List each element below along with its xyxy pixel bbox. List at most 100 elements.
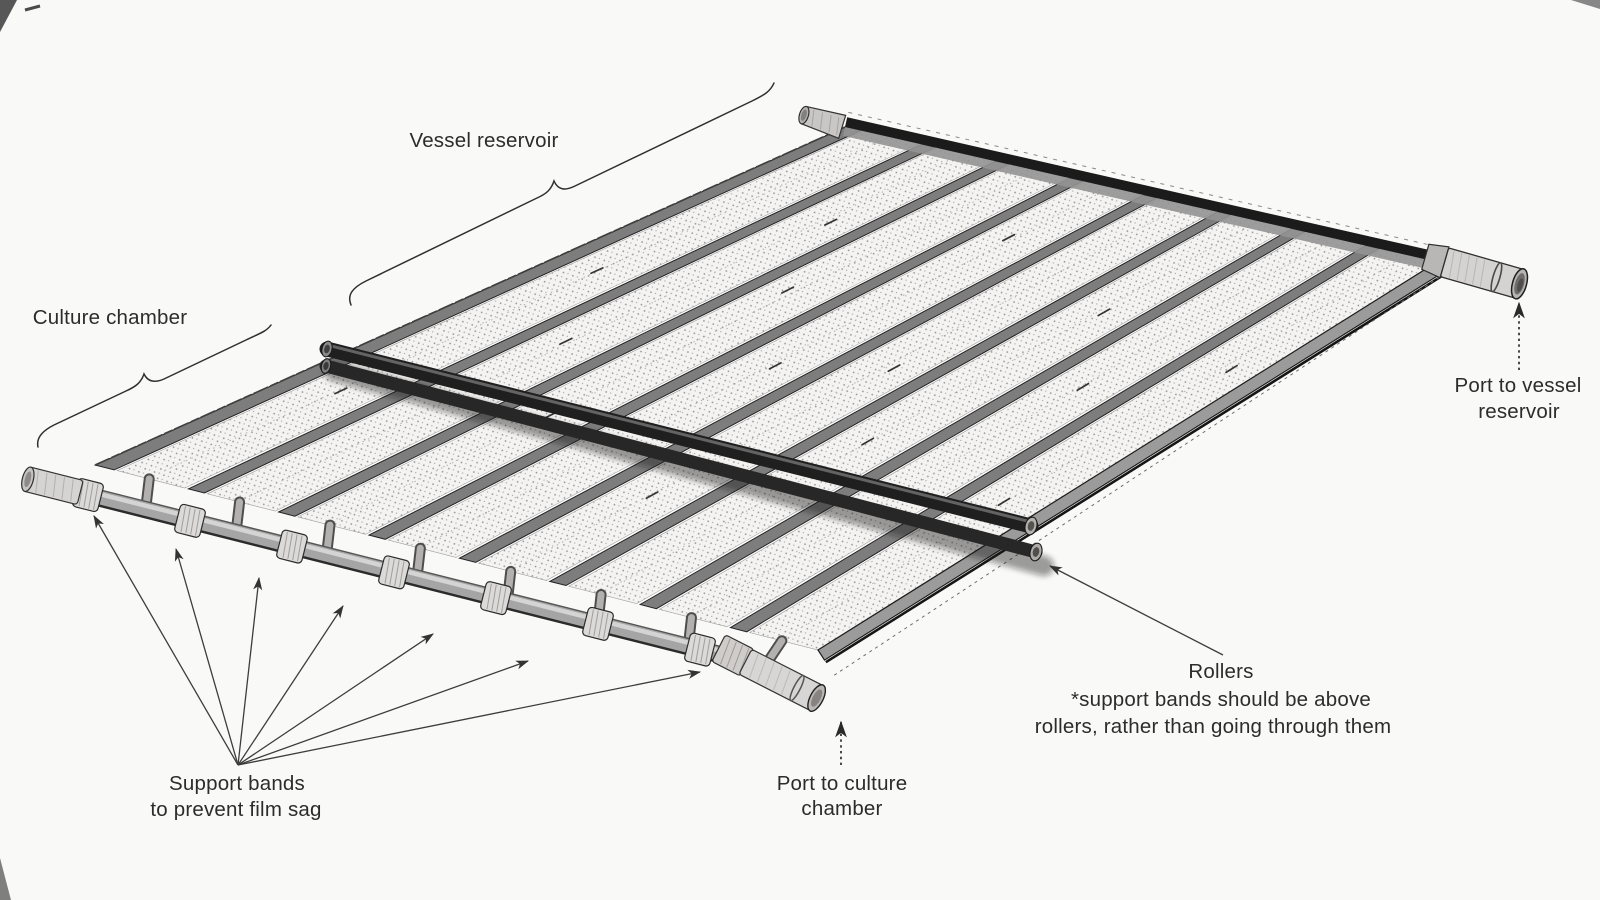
port-hatch bbox=[781, 670, 791, 695]
roller-front bbox=[319, 341, 1039, 534]
port-hatch bbox=[765, 662, 775, 687]
port-hatch bbox=[35, 470, 39, 493]
band-hatch bbox=[501, 587, 507, 614]
scan-smudge-top-left bbox=[0, 0, 17, 32]
engraving-tick bbox=[887, 364, 901, 373]
port-hatch bbox=[836, 117, 840, 135]
support-band-arrow bbox=[174, 547, 239, 766]
support-band-arrow bbox=[237, 605, 344, 766]
port-culture-label-line2: chamber bbox=[801, 797, 882, 820]
port-hatch bbox=[1464, 255, 1470, 283]
band-hatch bbox=[287, 533, 293, 560]
engraving-tick bbox=[1097, 308, 1111, 317]
band-hatch bbox=[695, 636, 701, 663]
rollers-label-line3: rollers, rather than going through them bbox=[1035, 715, 1392, 738]
band-hatch bbox=[486, 583, 492, 610]
port-vessel-label-line2: reservoir bbox=[1478, 400, 1560, 423]
rail-highlight bbox=[50, 480, 769, 665]
band-hatch bbox=[195, 509, 201, 536]
front-right-sketch-line bbox=[833, 273, 1445, 676]
port-hatch bbox=[757, 658, 767, 683]
support-band-arrow bbox=[237, 669, 702, 766]
port-culture-cap-inner bbox=[811, 689, 823, 707]
annotations: Vessel reservoir Culture chamber Support… bbox=[33, 82, 1581, 821]
port-vessel bbox=[1421, 243, 1529, 300]
port-left bbox=[21, 466, 84, 505]
engraving-tick bbox=[997, 497, 1011, 507]
roller-rear-cap-left-inner bbox=[323, 362, 329, 370]
support-bands-arrows bbox=[93, 515, 702, 766]
port-hatch bbox=[819, 112, 824, 130]
rollers-label-line2: *support bands should be above bbox=[1071, 688, 1371, 711]
support-band-sleeve bbox=[582, 606, 614, 641]
engraving-tick bbox=[823, 218, 838, 226]
band-hatch bbox=[297, 535, 303, 562]
support-band-arrow bbox=[93, 515, 239, 766]
band-hatch bbox=[700, 637, 706, 664]
port-hatch bbox=[1448, 250, 1455, 278]
support-band-sleeve bbox=[480, 581, 512, 616]
band-hatch bbox=[93, 484, 99, 510]
support-band bbox=[480, 581, 512, 616]
band-hatch bbox=[603, 612, 609, 639]
film-fold-highlight bbox=[689, 237, 1333, 618]
rail-tube bbox=[43, 477, 774, 675]
engraving-tick bbox=[1225, 364, 1238, 374]
port-vessel-cap-core bbox=[1517, 278, 1524, 292]
support-bands-label-line2: to prevent film sag bbox=[150, 798, 321, 821]
support-band-arrow bbox=[237, 660, 530, 766]
culture-chamber-brace bbox=[36, 324, 272, 448]
upper-left-film-edge bbox=[94, 126, 846, 466]
band-hatch bbox=[496, 585, 502, 612]
band-hatch bbox=[185, 507, 191, 534]
band-hatch bbox=[384, 557, 390, 584]
collar-hatch bbox=[720, 638, 731, 665]
film-fold-highlight bbox=[780, 254, 1407, 641]
band-hatch bbox=[598, 611, 604, 638]
vessel-artwork bbox=[21, 105, 1529, 712]
roller-rear bbox=[319, 359, 1043, 559]
port-hatch bbox=[70, 479, 74, 502]
band-hatch bbox=[491, 584, 497, 611]
support-band-sleeve bbox=[174, 503, 206, 538]
engraving-tick bbox=[780, 286, 795, 294]
front-right-edge-line bbox=[825, 273, 1446, 664]
rollers-label-line1: Rollers bbox=[1188, 660, 1253, 683]
film-fold-highlight bbox=[509, 203, 1185, 572]
rail-bottom-edge bbox=[48, 492, 765, 675]
engraving-tick bbox=[645, 491, 659, 500]
port-ring bbox=[1490, 261, 1503, 293]
support-band bbox=[582, 606, 614, 641]
band-hatch bbox=[88, 482, 94, 509]
band-hatch bbox=[588, 609, 594, 636]
band-hatch bbox=[593, 610, 599, 637]
scan-smudge-top-right bbox=[1571, 0, 1600, 9]
band-hatch bbox=[190, 508, 196, 535]
rollers-leader-line bbox=[1049, 565, 1224, 656]
support-band-sleeve bbox=[378, 555, 410, 590]
engraving-tick bbox=[1001, 233, 1016, 242]
engraving-tick bbox=[861, 437, 875, 446]
band-hatch bbox=[690, 634, 696, 661]
port-culture-label-line1: Port to culture bbox=[777, 772, 908, 795]
support-band-arrow bbox=[237, 633, 434, 766]
port-hatch bbox=[1472, 257, 1478, 285]
back-edge-highlight bbox=[848, 111, 1441, 248]
engraving-tick bbox=[1076, 382, 1090, 392]
engraving-tick bbox=[334, 387, 348, 395]
culture-chamber-label: Culture chamber bbox=[33, 306, 188, 329]
back-edge-dark bbox=[845, 117, 1440, 262]
engraving-tick bbox=[590, 266, 604, 275]
port-hatch bbox=[1479, 259, 1486, 287]
rail-top-edge bbox=[53, 477, 768, 659]
roller-front-cap-left-inner bbox=[324, 344, 330, 354]
vessel-reservoir-label: Vessel reservoir bbox=[409, 129, 558, 152]
support-band-sleeve bbox=[276, 529, 308, 564]
engraving-tick bbox=[559, 337, 573, 345]
vessel-reservoir-brace bbox=[348, 82, 775, 306]
port-hatch bbox=[811, 109, 815, 128]
band-hatch bbox=[282, 531, 288, 558]
support-band-sleeve bbox=[684, 632, 716, 667]
